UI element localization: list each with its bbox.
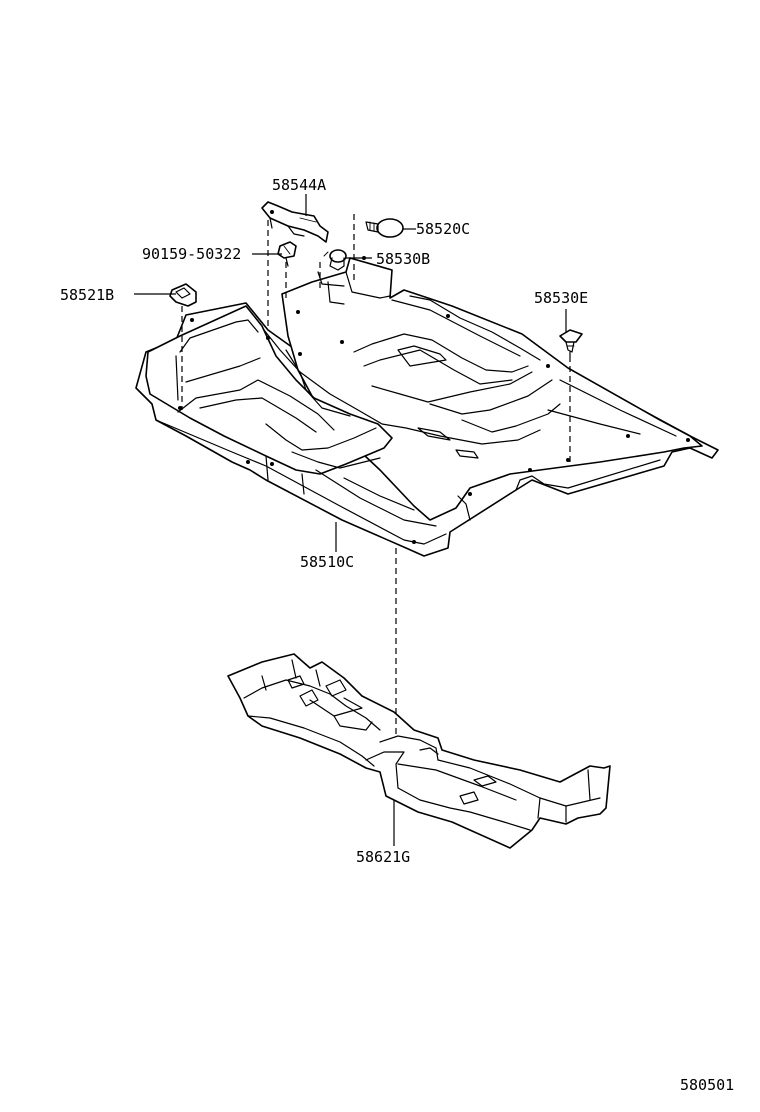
clip-58530b	[323, 249, 347, 271]
label-58520c: 58520C	[416, 220, 470, 238]
label-58521b: 58521B	[60, 286, 114, 304]
bolt-90159	[277, 241, 297, 267]
front-floor-carpet	[135, 256, 719, 557]
clip-58521b	[169, 283, 197, 307]
label-58530b: 58530B	[376, 250, 430, 268]
clip-58520c	[365, 218, 404, 238]
rear-floor-carpet	[227, 653, 611, 849]
label-58544a: 58544A	[272, 176, 326, 194]
label-58530e: 58530E	[534, 289, 588, 307]
leader-lines	[134, 194, 567, 846]
label-90159-50322: 90159-50322	[142, 245, 241, 263]
figure-number: 580501	[680, 1076, 734, 1094]
alignment-lines	[181, 214, 571, 736]
label-58510c: 58510C	[300, 553, 354, 571]
label-58621g: 58621G	[356, 848, 410, 866]
clip-58530e	[559, 329, 583, 357]
clip-58544a	[261, 201, 329, 243]
